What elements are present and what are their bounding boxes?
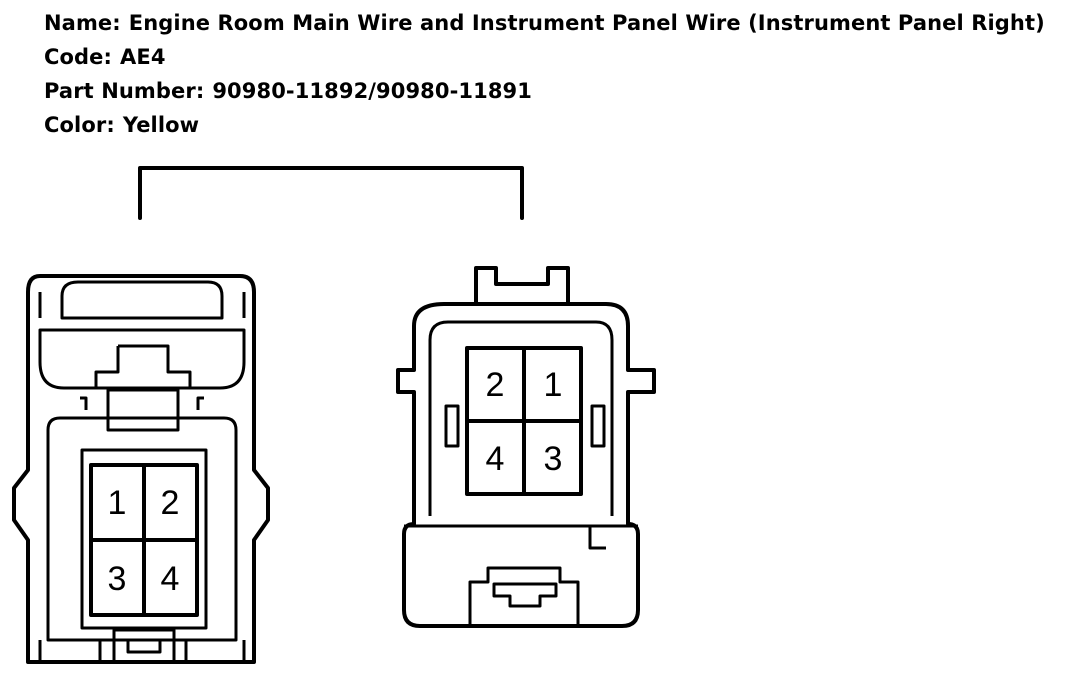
left-connector: 1 2 3 4 bbox=[12, 274, 270, 664]
right-pin-4: 4 bbox=[486, 440, 505, 478]
right-top-tab bbox=[474, 266, 570, 306]
left-bottom-slot bbox=[112, 628, 176, 664]
code-row: Code: AE4 bbox=[44, 40, 1045, 74]
left-pin-2: 2 bbox=[161, 484, 180, 522]
code-label: Code: bbox=[44, 45, 113, 69]
left-lock-tab bbox=[60, 280, 224, 320]
part-number-value: 90980-11892/90980-11891 bbox=[212, 79, 532, 103]
mating-bracket bbox=[138, 166, 524, 220]
name-value: Engine Room Main Wire and Instrument Pan… bbox=[128, 11, 1045, 35]
code-value: AE4 bbox=[120, 45, 166, 69]
left-latch-guides bbox=[80, 396, 204, 410]
left-connector-body bbox=[12, 274, 270, 664]
left-side-guides bbox=[38, 292, 246, 318]
left-bottom-slot-inner bbox=[126, 638, 162, 654]
right-bottom-latch-inner bbox=[492, 582, 558, 608]
right-inner-frame bbox=[428, 320, 614, 516]
right-pin-2: 2 bbox=[486, 366, 505, 404]
right-pin-3: 3 bbox=[544, 440, 563, 478]
left-pin-3: 3 bbox=[108, 560, 127, 598]
right-connector: 2 1 4 3 bbox=[396, 266, 656, 628]
left-inner-frame bbox=[46, 416, 238, 642]
right-connector-body bbox=[396, 302, 656, 628]
left-pin-1: 1 bbox=[108, 484, 127, 522]
color-value: Yellow bbox=[122, 113, 200, 137]
right-side-key-right bbox=[590, 404, 606, 448]
left-latch-box bbox=[106, 388, 180, 432]
part-number-row: Part Number: 90980-11892/90980-11891 bbox=[44, 74, 1045, 108]
name-label: Name: bbox=[44, 11, 121, 35]
left-pin-4: 4 bbox=[161, 560, 180, 598]
name-row: Name: Engine Room Main Wire and Instrumen… bbox=[44, 6, 1045, 40]
connector-info: Name: Engine Room Main Wire and Instrumen… bbox=[44, 6, 1045, 142]
right-pin-1: 1 bbox=[544, 366, 563, 404]
left-latch-top bbox=[94, 344, 192, 388]
right-bottom-latch bbox=[468, 566, 580, 626]
left-cavity-outer bbox=[80, 448, 208, 630]
right-side-key-left bbox=[444, 404, 460, 448]
left-bottom-ribs bbox=[38, 640, 246, 662]
color-row: Color: Yellow bbox=[44, 108, 1045, 142]
right-base-notch bbox=[588, 526, 606, 550]
color-label: Color: bbox=[44, 113, 115, 137]
left-lock-arm bbox=[38, 328, 246, 390]
part-number-label: Part Number: bbox=[44, 79, 205, 103]
